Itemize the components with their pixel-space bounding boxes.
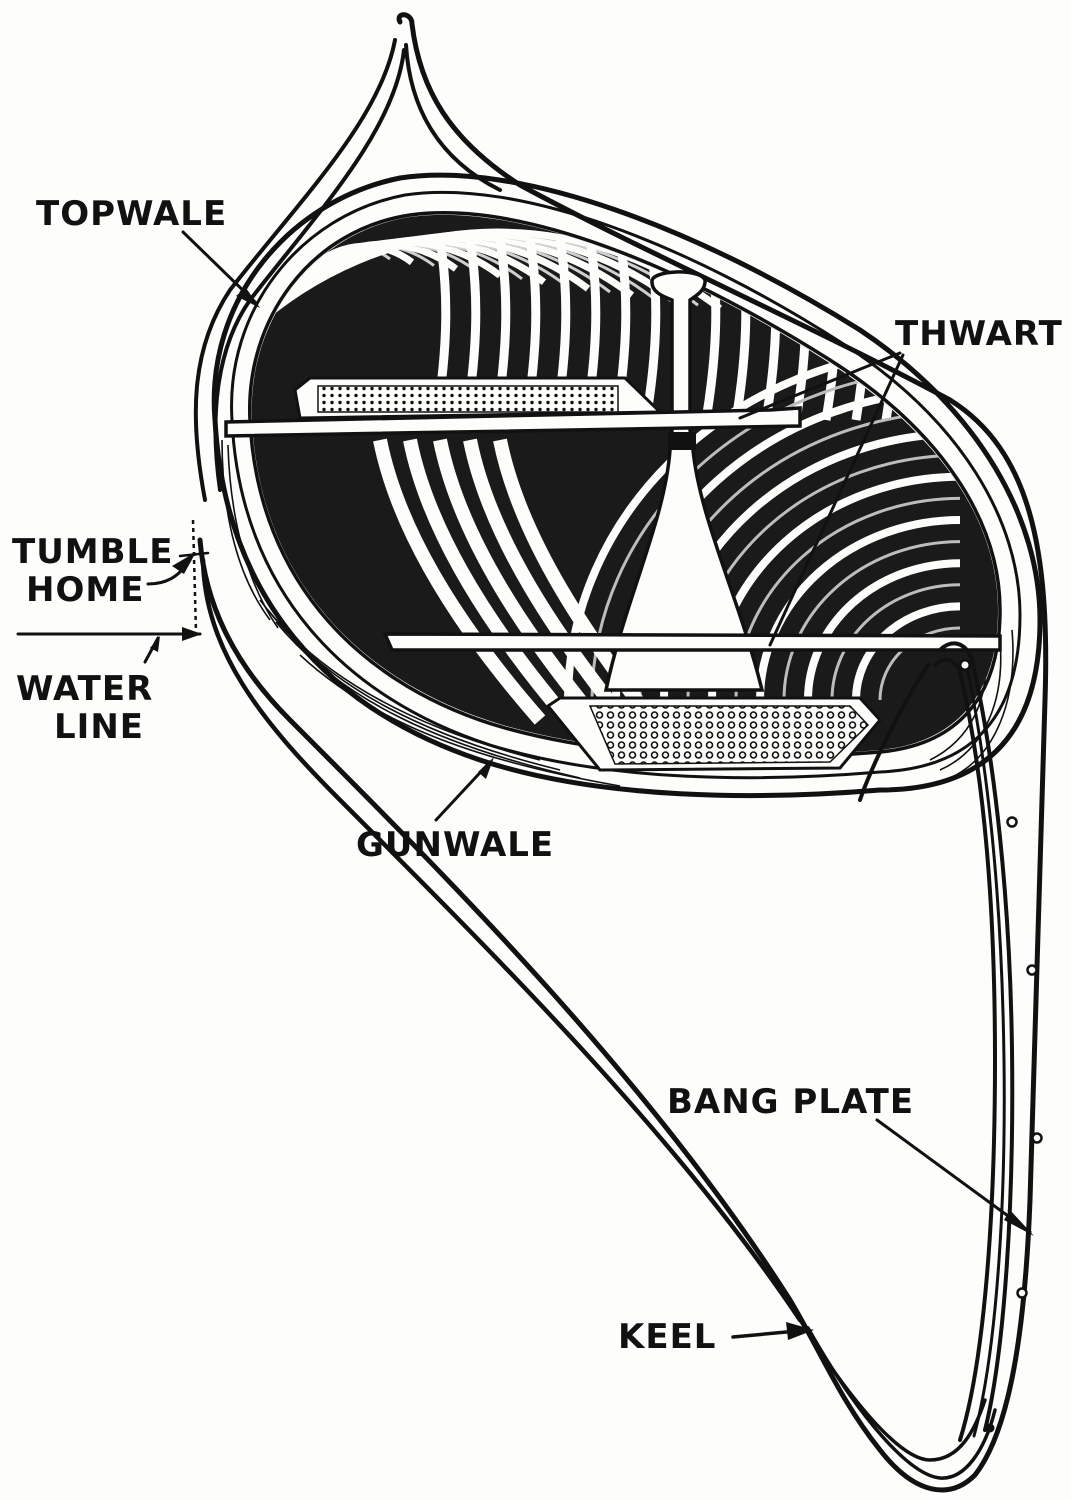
label-keel: KEEL	[618, 1317, 716, 1357]
gunwale-arrow-icon	[478, 757, 494, 779]
floor-strake	[373, 438, 546, 725]
bang-plate-arrow-icon	[1004, 1210, 1034, 1236]
label-topwale: TOPWALE	[36, 194, 227, 234]
tumble-home-guides	[191, 519, 198, 633]
bang-plate-leader	[875, 1118, 1032, 1234]
thwart-leader-2	[768, 353, 905, 647]
topwale-arrow-icon	[236, 288, 260, 308]
label-tumble-home-line1: TUMBLE	[12, 532, 173, 572]
rib	[852, 602, 961, 701]
topwale-leader	[181, 230, 257, 304]
rib	[782, 540, 961, 701]
thwart-stern	[382, 632, 1002, 652]
label-water-line-line1: WATER	[16, 669, 153, 709]
water-line-arrow-icon	[182, 627, 202, 641]
rib	[756, 516, 961, 701]
bang-plate-screws	[958, 658, 1043, 1433]
tumble-home-arrow-icon	[172, 552, 196, 574]
leaders	[16, 230, 1034, 1340]
label-water-line-line2: LINE	[54, 707, 144, 747]
label-gunwale: GUNWALE	[356, 825, 554, 865]
keel-arrow-icon	[786, 1322, 814, 1340]
floor-strake	[433, 438, 602, 725]
label-tumble-home-line2: HOME	[26, 570, 144, 610]
rib	[830, 583, 961, 701]
topwale-rim	[211, 172, 1043, 799]
label-bang-plate: BANG PLATE	[667, 1082, 914, 1122]
thwart-leader-1	[738, 351, 902, 420]
stern-seat	[545, 696, 882, 772]
floor-strake	[463, 438, 630, 725]
labels: TOPWALE THWART TUMBLE HOME WATER LINE GU…	[12, 194, 1063, 1357]
rib	[804, 559, 961, 701]
rib	[821, 239, 841, 421]
paddle	[603, 270, 765, 692]
stern-stem	[798, 641, 1043, 1480]
bow-seat	[293, 376, 664, 420]
floor-strake	[403, 438, 574, 725]
thwart-bow	[224, 406, 802, 438]
label-thwart: THWART	[895, 314, 1063, 354]
